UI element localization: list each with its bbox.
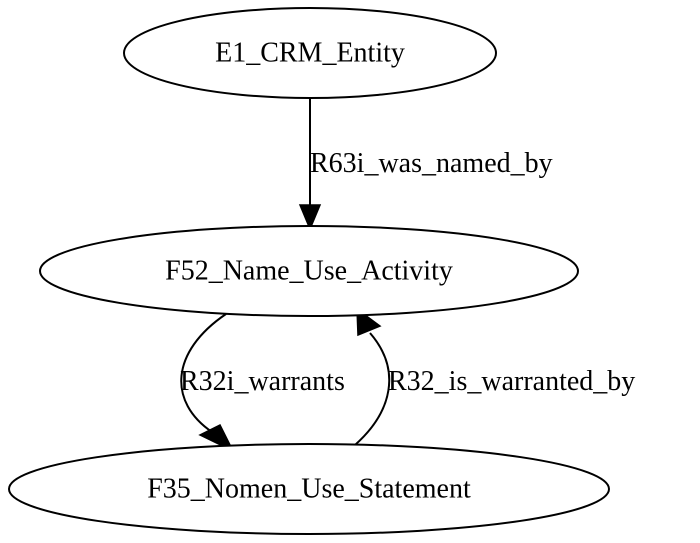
node-f35-ellipse: [8, 443, 610, 535]
node-f52-label: F52_Name_Use_Activity: [165, 256, 453, 287]
edge-r32-label: R32_is_warranted_by: [388, 366, 635, 397]
node-f52-name-use-activity: F52_Name_Use_Activity: [39, 225, 579, 317]
edge-r63i-label: R63i_was_named_by: [310, 148, 553, 179]
edge-r32i-label: R32i_warrants: [180, 366, 345, 397]
node-f35-nomen-use-statement: F35_Nomen_Use_Statement: [8, 443, 610, 535]
node-e1-crm-entity: E1_CRM_Entity: [123, 7, 497, 99]
edge-r32i-line: [180, 313, 227, 433]
edge-r32-line: [354, 332, 391, 446]
edge-r32i-arrowhead: [198, 423, 235, 453]
edge-r32i-warrants: R32i_warrants: [180, 313, 345, 453]
node-e1-label: E1_CRM_Entity: [215, 38, 405, 69]
node-f35-label: F35_Nomen_Use_Statement: [147, 474, 471, 505]
node-f52-ellipse: [39, 225, 579, 317]
edge-r63i-was-named-by: R63i_was_named_by: [298, 98, 553, 231]
edge-r63i-arrowhead: [298, 204, 322, 231]
edge-r32-is-warranted-by: R32_is_warranted_by: [354, 307, 635, 446]
node-e1-ellipse: [123, 7, 497, 99]
